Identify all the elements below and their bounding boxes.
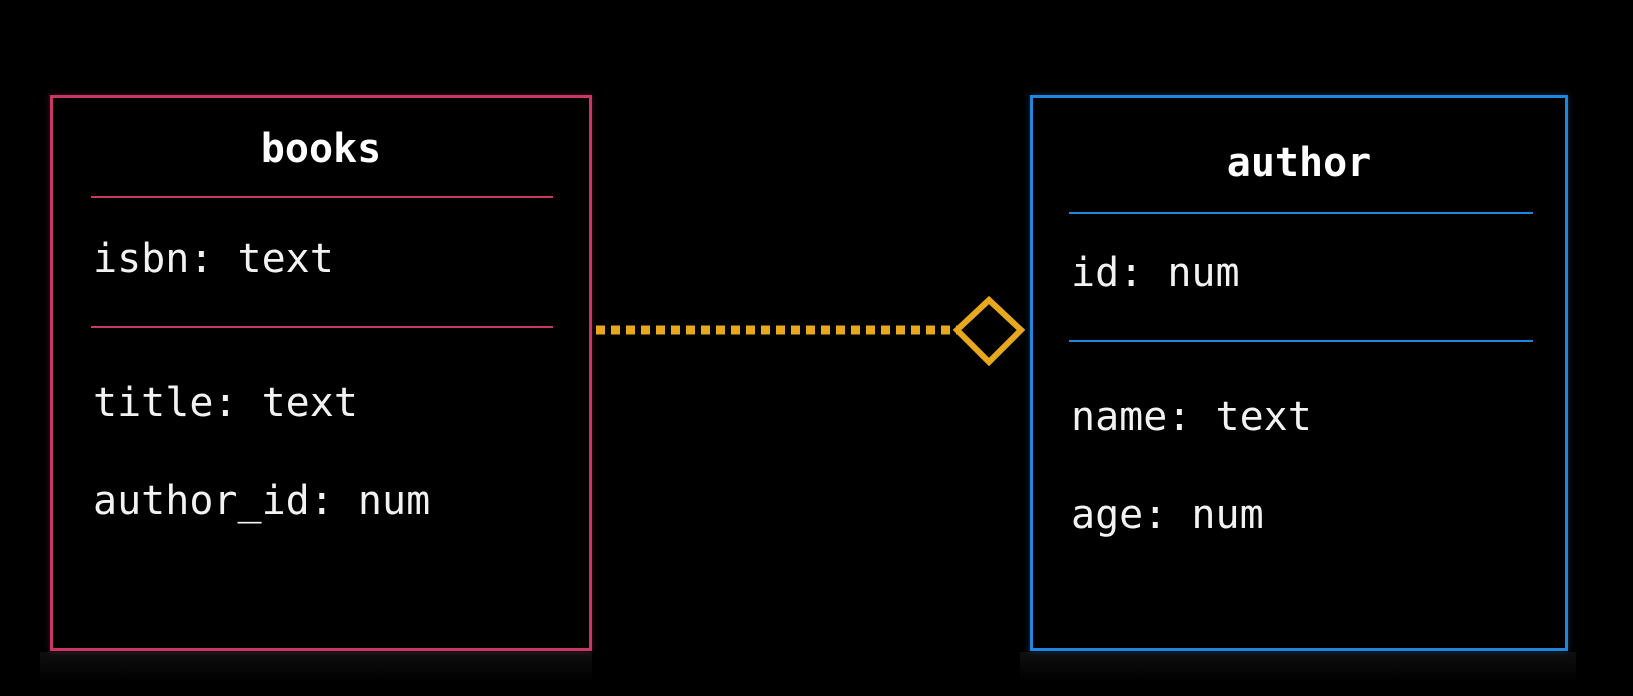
author-table-title: author	[1226, 140, 1372, 186]
author-primary-key: id: num	[1071, 250, 1240, 296]
author-field-name: name: text	[1071, 394, 1312, 440]
books-table-title: books	[260, 126, 382, 172]
author-title-divider	[1069, 212, 1533, 214]
author-key-divider	[1069, 340, 1533, 342]
books-title-divider	[91, 196, 553, 198]
books-key-divider	[91, 326, 553, 328]
author-table: author id: num name: text age: num	[1030, 95, 1568, 651]
books-primary-key: isbn: text	[93, 236, 334, 282]
books-field-title: title: text	[93, 380, 358, 426]
author-field-age: age: num	[1071, 492, 1264, 538]
aggregation-diamond-icon	[952, 295, 1026, 367]
books-table: books isbn: text title: text author_id: …	[50, 95, 592, 651]
author-floor-reflection	[1020, 652, 1576, 682]
books-field-author-id: author_id: num	[93, 478, 431, 524]
books-floor-reflection	[40, 652, 592, 682]
